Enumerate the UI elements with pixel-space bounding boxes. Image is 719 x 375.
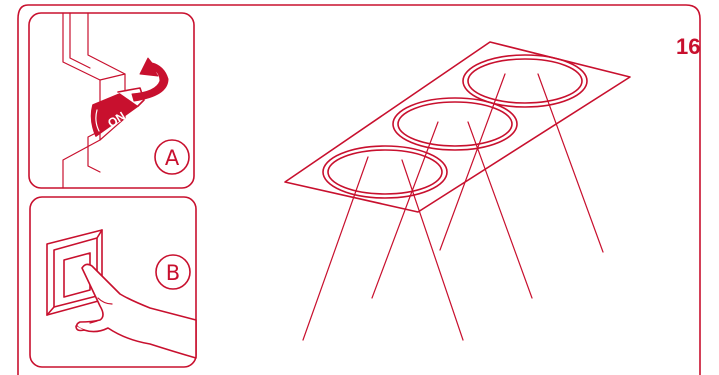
- hob-zone-middle-inner: [398, 102, 512, 146]
- hob-zone-rear-inner: [468, 59, 582, 103]
- rotate-arrow-icon: [132, 58, 168, 101]
- hob-zone-middle: [393, 98, 517, 150]
- leader-line: [402, 160, 463, 340]
- leader-line: [372, 122, 438, 298]
- hob-plate: [285, 42, 630, 212]
- leader-lines: [303, 74, 603, 340]
- panel-b-letter: B: [166, 261, 180, 285]
- panel-a-letter: A: [165, 146, 180, 170]
- hob-zone-front: [323, 146, 447, 198]
- page-number: 16: [676, 34, 716, 60]
- hob-zone-rear: [463, 55, 587, 107]
- leader-line: [303, 157, 368, 340]
- circuit-breaker-icon: [63, 13, 144, 188]
